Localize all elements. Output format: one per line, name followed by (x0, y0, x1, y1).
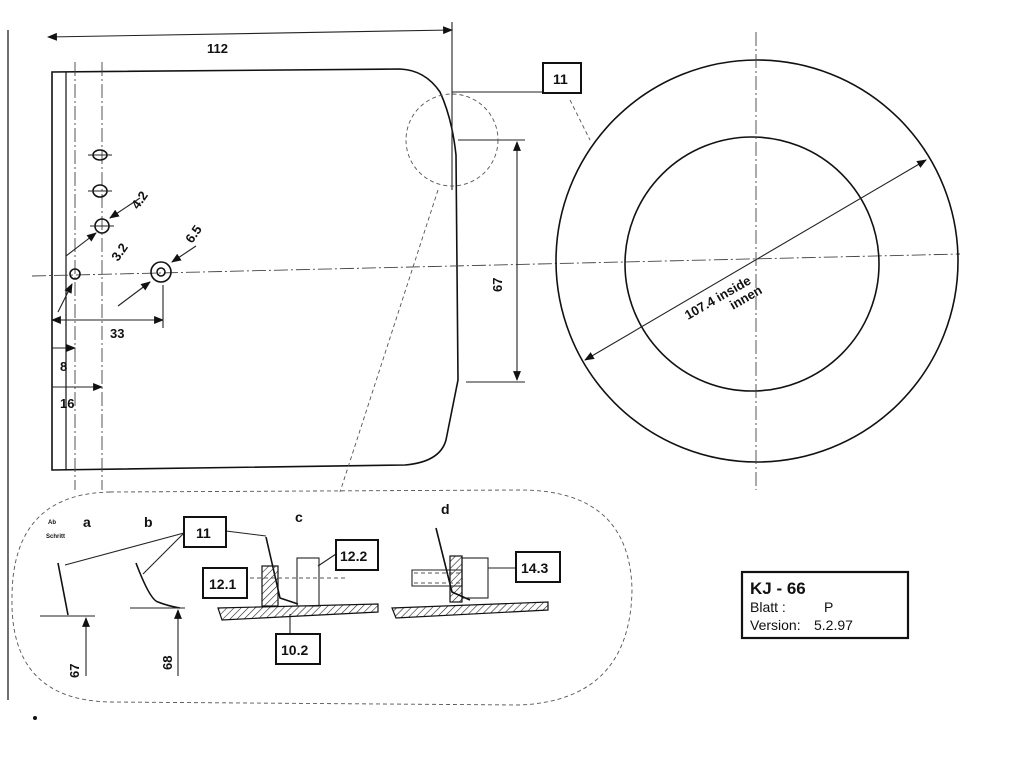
title-block (740, 570, 910, 640)
detail-link-to-ring (569, 99, 591, 141)
hole-large (150, 261, 172, 283)
dim-3-2-arrow-2 (57, 283, 73, 313)
dim-112-line (47, 26, 453, 41)
ring-diameter-dim (584, 159, 927, 361)
callout-11b-label: 11 (196, 525, 211, 541)
detail-b-height: 68 (160, 656, 175, 670)
detail-link-to-bottom (339, 189, 439, 493)
dim-3-2-arrow-1 (65, 232, 97, 257)
detail-d-nut (449, 555, 463, 603)
title-version-value: 5.2.97 (814, 617, 853, 633)
callout-12-1-box (202, 567, 248, 599)
detail-c-base-plate (217, 603, 379, 621)
detail-c-profile (265, 536, 299, 605)
callout-11-label: 11 (553, 71, 568, 87)
detail-c-clip (296, 557, 320, 607)
hole-edge (69, 268, 81, 280)
callout-11-box (542, 62, 582, 94)
callout-10-2-box (275, 633, 321, 665)
detail-bubble-outline (11, 489, 633, 706)
detail-b-label: b (144, 514, 153, 530)
callout-14-3-box (515, 551, 561, 583)
hole-1 (88, 149, 112, 161)
dim-67-label: 67 (490, 278, 505, 292)
dim-112-label: 112 (207, 41, 228, 56)
detail-a-height: 67 (67, 664, 82, 678)
dim-6-5-label: 6.5 (182, 222, 205, 245)
callout-12-2-label: 12.2 (340, 548, 367, 564)
callout-11b-leader-2 (142, 532, 185, 575)
title-sheet-label: Blatt : (750, 599, 786, 615)
detail-d-base-plate (391, 601, 549, 619)
dim-4-2-label: 4.2 (128, 188, 151, 211)
dim-6-5-arrow-1 (171, 245, 197, 263)
detail-b-profile (135, 562, 181, 609)
hole-3 (90, 218, 114, 234)
callout-14-3-label: 14.3 (521, 560, 548, 576)
ring-inner (624, 136, 880, 392)
dim-3-2-label: 3.2 (108, 240, 131, 263)
page-dot (33, 716, 37, 720)
title-version-label: Version: (750, 617, 801, 633)
callout-12-2-leader (317, 553, 337, 567)
detail-a-label: a (83, 514, 91, 530)
dim-6-5-arrow-2 (117, 281, 151, 307)
detail-a-profile (57, 562, 69, 616)
detail-d-label: d (441, 501, 450, 517)
dim-8-label: 8 (60, 359, 67, 374)
detail-c-nut (261, 565, 279, 607)
callout-11b-leader-3 (225, 530, 267, 537)
title-model: KJ - 66 (750, 579, 806, 598)
detail-c-label: c (295, 509, 303, 525)
dim-16-label: 16 (60, 396, 74, 411)
detail-circle (405, 93, 499, 187)
dim-33-label: 33 (110, 326, 124, 341)
callout-11b-leader-1 (64, 532, 185, 566)
detail-d-bolt-head (461, 557, 489, 599)
callout-12-1-label: 12.1 (209, 576, 236, 592)
plate-outline (51, 68, 459, 471)
callout-12-2-box (335, 539, 379, 571)
ring-outer (555, 59, 959, 463)
callout-10-2-label: 10.2 (281, 642, 308, 658)
title-sheet-value: P (824, 599, 833, 615)
stamp-line1: Ab (48, 520, 56, 526)
hole-2 (88, 184, 112, 198)
dim-4-2-arrow (109, 197, 141, 219)
callout-11b-box (183, 516, 227, 548)
stamp-line2: Schritt (46, 534, 65, 540)
